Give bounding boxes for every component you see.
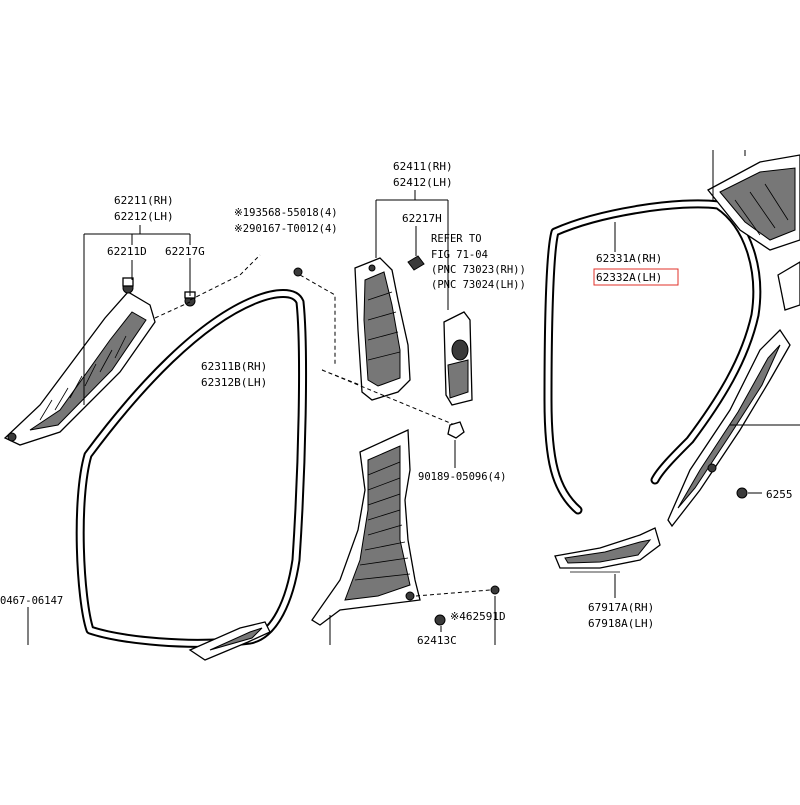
seatbelt-adjuster[interactable] <box>443 311 473 406</box>
label-62411-rh[interactable]: 62411(RH) <box>393 160 453 173</box>
roof-side-inner-garnish[interactable] <box>707 154 800 251</box>
clip-62591d[interactable] <box>490 585 500 595</box>
label-0467[interactable]: 0467-06147 <box>0 595 63 607</box>
front-pillar-garnish[interactable] <box>3 291 156 446</box>
label-67917a-rh[interactable]: 67917A(RH) <box>588 601 654 614</box>
center-pillar-upper-garnish[interactable] <box>354 257 411 401</box>
clip-62413c[interactable] <box>434 614 446 626</box>
label-62211-rh[interactable]: 62211(RH) <box>114 194 174 207</box>
label-62312b-lh[interactable]: 62312B(LH) <box>201 376 267 389</box>
label-62211d[interactable]: 62211D <box>107 245 147 258</box>
clip-62217h[interactable] <box>407 255 425 271</box>
label-62217g[interactable]: 62217G <box>165 245 205 258</box>
clip-62211d[interactable] <box>122 277 134 294</box>
center-pillar-lower-garnish[interactable] <box>311 429 421 626</box>
clip-6255[interactable] <box>736 487 748 499</box>
front-door-opening-seal[interactable] <box>75 289 308 648</box>
highlight-62332a <box>593 268 679 286</box>
label-462591d[interactable]: ※462591D <box>450 610 506 623</box>
label-62212-lh[interactable]: 62212(LH) <box>114 210 174 223</box>
clip-90189[interactable] <box>447 421 465 439</box>
clip-93568[interactable] <box>293 267 303 277</box>
rear-door-opening-seal[interactable] <box>543 199 762 515</box>
rear-door-scuff-plate[interactable] <box>554 527 661 573</box>
label-refer-pnc-lh[interactable]: (PNC 73024(LH)) <box>431 279 526 291</box>
label-note-93568[interactable]: ※193568-55018(4) <box>234 207 338 219</box>
labels: 62211(RH) 62212(LH) 62211D 62217G ※19356… <box>0 160 793 647</box>
label-62311b-rh[interactable]: 62311B(RH) <box>201 360 267 373</box>
label-refer-pnc-rh[interactable]: (PNC 73023(RH)) <box>431 264 526 276</box>
label-62413c[interactable]: 62413C <box>417 634 457 647</box>
label-refer-to[interactable]: REFER TO <box>431 233 482 245</box>
label-refer-fig[interactable]: FIG 71-04 <box>431 249 488 261</box>
front-scuff-plate[interactable] <box>188 621 271 661</box>
label-67918a-lh[interactable]: 67918A(LH) <box>588 617 654 630</box>
label-note-90167[interactable]: ※290167-T0012(4) <box>234 223 338 235</box>
side-partial-garnish[interactable] <box>777 261 800 311</box>
label-62412-lh[interactable]: 62412(LH) <box>393 176 453 189</box>
label-62217h[interactable]: 62217H <box>402 212 442 225</box>
label-62332a-lh[interactable]: 62332A(LH) <box>596 271 662 284</box>
clip-0467[interactable] <box>405 591 415 601</box>
rear-quarter-trim[interactable] <box>667 328 791 528</box>
label-6255[interactable]: 6255 <box>766 488 793 501</box>
label-62331a-rh[interactable]: 62331A(RH) <box>596 252 662 265</box>
label-90189[interactable]: 90189-05096(4) <box>418 471 507 483</box>
